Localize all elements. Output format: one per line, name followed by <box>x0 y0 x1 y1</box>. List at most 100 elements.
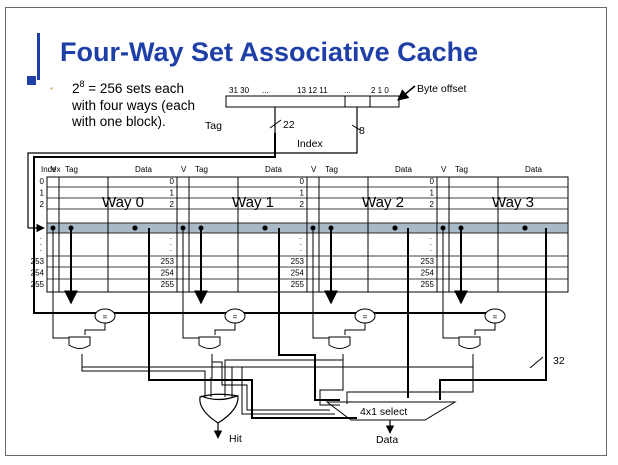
way-3-comparator-symbol: = <box>493 313 498 322</box>
bits-dots-1: ... <box>262 86 269 95</box>
bullet-glyph: ▪ <box>50 84 53 93</box>
way-2-ellipsis: . <box>300 244 302 253</box>
way-0-row-index: 253 <box>31 257 45 266</box>
bullet-line-1: 28 = 256 sets each <box>72 79 184 96</box>
byte-offset-arrow <box>397 85 416 101</box>
way-0-row-index: 1 <box>40 189 45 198</box>
way-2-row-index: 255 <box>291 280 305 289</box>
way-2-row-index: 1 <box>300 189 305 198</box>
way-2-data-header: Data <box>395 165 412 174</box>
way-0-cmp-out-wire <box>84 323 106 335</box>
way-3-row-index: 2 <box>430 200 435 209</box>
way-2-row-index: 254 <box>291 269 305 278</box>
way-1-data-dot <box>262 225 268 231</box>
way-0-selected-row <box>46 222 179 234</box>
way-0-data-header: Data <box>135 165 152 174</box>
index-wire <box>27 143 358 228</box>
way-1-selected-row <box>176 222 309 234</box>
way-2-row-index: 253 <box>291 257 305 266</box>
way-2-array <box>306 176 439 293</box>
way-0-ellipsis: . <box>40 238 42 247</box>
way-1-row-index: 1 <box>170 189 175 198</box>
bits-dots-2: ... <box>344 86 351 95</box>
way-3-label: Way 3 <box>492 194 534 211</box>
way-0-data-dot <box>132 225 138 231</box>
way-0-label: Way 0 <box>102 194 144 211</box>
way-0-row-index: 255 <box>31 280 45 289</box>
data-wire-way3 <box>439 228 547 400</box>
way-0-ellipsis: . <box>40 244 42 253</box>
way-3-and-gate <box>458 336 481 349</box>
way-3-row-index: 1 <box>430 189 435 198</box>
way-0-tag-header: Tag <box>65 165 78 174</box>
select-wire-way0 <box>81 358 335 415</box>
way-2-row-index: 0 <box>300 177 305 186</box>
bullet-exponent: 8 <box>80 79 85 89</box>
hit-wire-way2 <box>224 354 344 397</box>
way-1-ellipsis: . <box>170 232 172 241</box>
way-0-ellipsis: . <box>40 232 42 241</box>
index-width: 8 <box>359 125 365 137</box>
index-label: Index <box>297 138 323 150</box>
data-output-label: Data <box>376 434 398 446</box>
way-1-row-index: 255 <box>161 280 175 289</box>
way-0-comparator-symbol: = <box>103 313 108 322</box>
way-1-row-index: 254 <box>161 269 175 278</box>
select-wire-way1 <box>211 358 330 411</box>
hit-label: Hit <box>229 433 242 445</box>
way-3-cmp-out-wire <box>474 323 496 335</box>
way-2-and-gate <box>328 336 351 349</box>
bits-mid: 13 12 11 <box>297 86 328 95</box>
way-1-ellipsis: . <box>170 238 172 247</box>
way-3-row-index: 253 <box>421 257 435 266</box>
way-3-row-index: 0 <box>430 177 435 186</box>
title-accent-square <box>27 76 36 85</box>
way-3-data-dot <box>522 225 528 231</box>
way-1-v-header: V <box>181 165 187 174</box>
bullet-line-3: with one block). <box>71 114 166 129</box>
mux-label: 4x1 select <box>360 406 407 418</box>
way-3-data-header: Data <box>525 165 542 174</box>
way-2-ellipsis: . <box>300 232 302 241</box>
way-2-selected-row <box>306 222 439 234</box>
way-0-row-index: 254 <box>31 269 45 278</box>
tag-wire <box>33 133 504 314</box>
or-gate <box>199 393 239 424</box>
way-3-ellipsis: . <box>430 244 432 253</box>
way-0-row-index: 0 <box>40 177 45 186</box>
way-2-comparator-symbol: = <box>363 313 368 322</box>
way-2-v-header: V <box>311 165 317 174</box>
data-wire-way1 <box>278 228 340 401</box>
bullet-base: 2 <box>72 81 80 96</box>
tag-width: 22 <box>283 119 295 131</box>
mux-4x1 <box>325 401 457 421</box>
way-0-v-header: V <box>51 165 57 174</box>
way-0-row-index: 2 <box>40 200 45 209</box>
slide-border <box>5 7 607 456</box>
bullet-line-1-rest: = 256 sets each <box>85 81 184 96</box>
hit-wire-way1 <box>210 354 213 397</box>
way-1-data-header: Data <box>265 165 282 174</box>
way-3-tag-header: Tag <box>455 165 468 174</box>
way-2-tag-header: Tag <box>325 165 338 174</box>
select-wire-way3 <box>346 356 474 404</box>
way-1-cmp-out-wire <box>214 323 236 335</box>
way-1-comparator-symbol: = <box>233 313 238 322</box>
way-3-row-index: 254 <box>421 269 435 278</box>
bits-left: 31 30 <box>229 86 250 95</box>
way-1-ellipsis: . <box>170 244 172 253</box>
hit-wire-way0 <box>81 354 206 397</box>
data-width-label: 32 <box>553 355 565 367</box>
way-2-cmp-out-wire <box>344 323 366 335</box>
tag-label: Tag <box>205 120 222 132</box>
slide-title: Four-Way Set Associative Cache <box>60 37 478 67</box>
way-3-ellipsis: . <box>430 238 432 247</box>
way-1-tag-header: Tag <box>195 165 208 174</box>
way-1-label: Way 1 <box>232 194 274 211</box>
way-1-row-index: 253 <box>161 257 175 266</box>
address-register: 31 30 ... 13 12 11 ... 2 1 0 <box>225 86 400 108</box>
way-0-array <box>46 176 179 293</box>
